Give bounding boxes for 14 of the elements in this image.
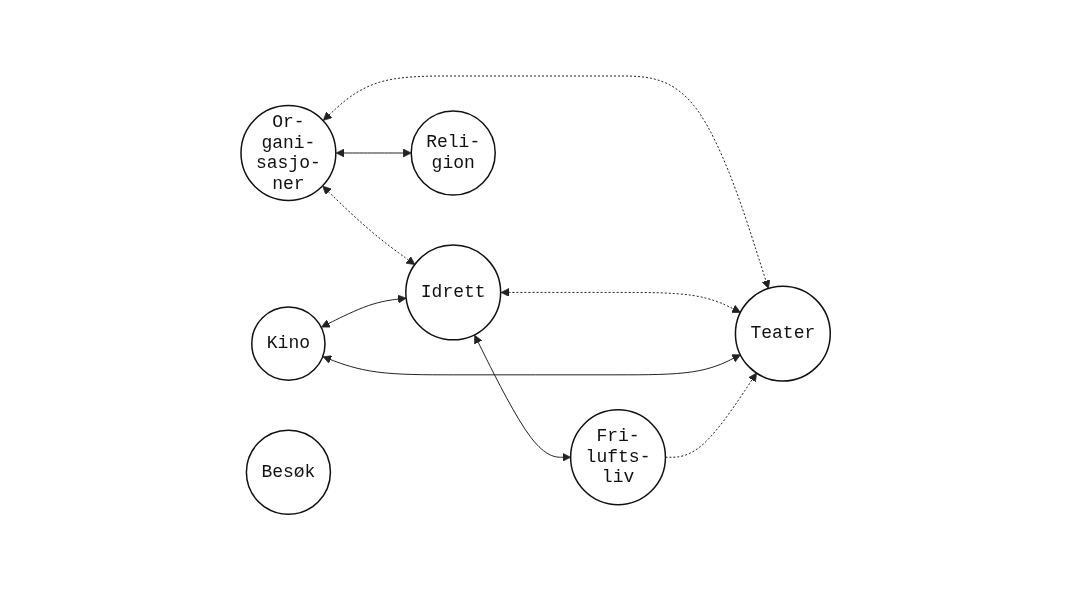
node-circle: Reli- gion	[410, 110, 497, 196]
node-circle: Fri- lufts- liv	[570, 408, 667, 506]
arrow	[323, 75, 771, 289]
arrow	[323, 354, 742, 376]
arrow	[474, 334, 572, 462]
node-circle: Kino	[251, 306, 327, 381]
node-circle: Besøk	[246, 429, 332, 515]
arrow	[322, 185, 416, 265]
arrow	[321, 294, 407, 328]
node-circle: Or- gani- sasjo- ner	[240, 104, 337, 202]
arrow	[501, 287, 742, 313]
arrow	[336, 148, 412, 158]
node-circle: Teater	[735, 285, 832, 382]
node-circle: Idrett	[405, 244, 502, 341]
